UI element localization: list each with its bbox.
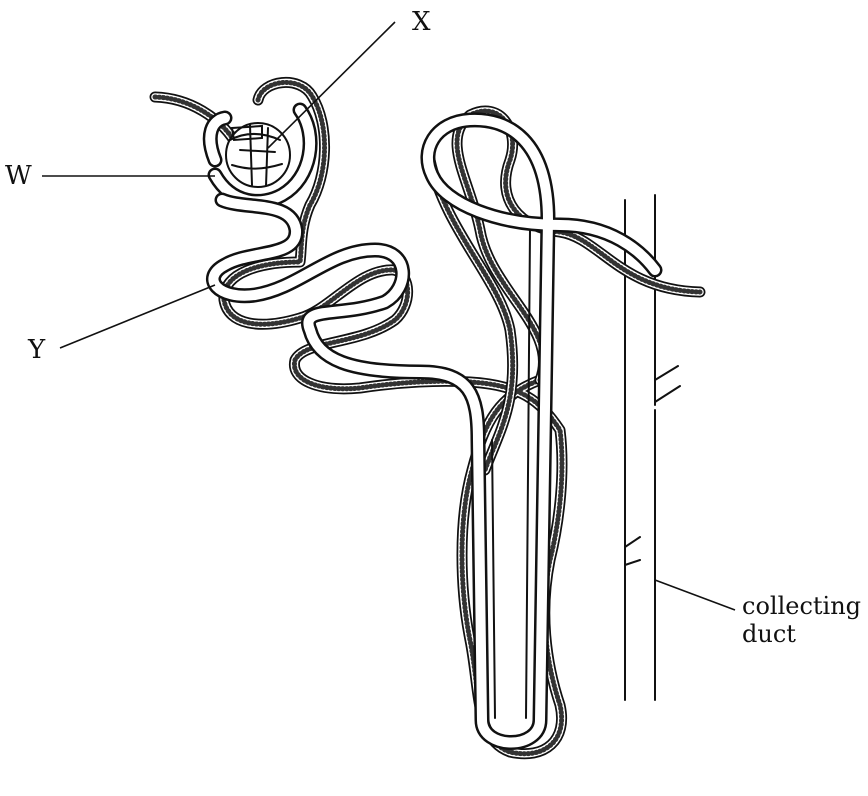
leader-collecting-duct xyxy=(655,580,735,610)
nephron-tubule xyxy=(210,110,655,743)
label-w: W xyxy=(5,161,32,191)
glomerulus xyxy=(226,123,290,187)
label-x: X xyxy=(412,7,431,37)
label-collecting-duct-line1: collecting xyxy=(742,592,861,620)
leader-lines xyxy=(42,22,735,610)
leader-y xyxy=(60,285,215,348)
label-y: Y xyxy=(27,335,46,365)
label-collecting-duct-line2: duct xyxy=(742,620,796,648)
blood-vessels xyxy=(155,82,700,753)
